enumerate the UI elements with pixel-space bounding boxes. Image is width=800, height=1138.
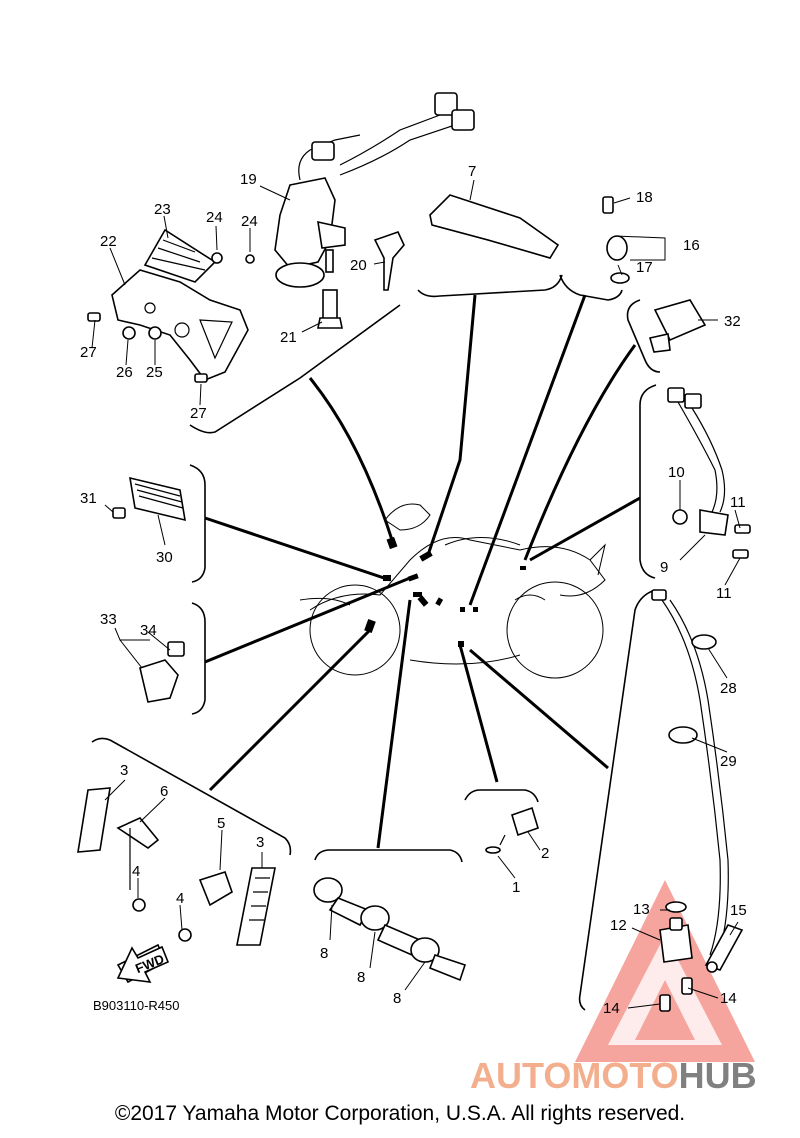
temperature-sensor	[485, 806, 539, 854]
callout-20: 20	[350, 257, 367, 274]
svg-text:AUTOMOTOHUB: AUTOMOTOHUB	[470, 1055, 757, 1096]
callout-4b: 4	[176, 890, 184, 907]
ecu-unit	[429, 194, 560, 259]
callout-27b: 27	[190, 405, 207, 422]
callout-7: 7	[468, 163, 476, 180]
callout-16: 16	[683, 237, 700, 254]
callout-30: 30	[156, 549, 173, 566]
callout-19: 19	[240, 171, 257, 188]
callout-34: 34	[140, 622, 157, 639]
watermark-part1: AUTOMOTO	[470, 1055, 679, 1096]
footrest-bracket-assembly	[87, 228, 255, 383]
callout-8c: 8	[393, 990, 401, 1007]
watermark-part2: HUB	[679, 1055, 757, 1096]
callout-14a: 14	[603, 1000, 620, 1017]
callout-13: 13	[633, 901, 650, 918]
callout-6: 6	[160, 783, 168, 800]
motorcycle-outline	[299, 503, 606, 679]
connector-assembly	[139, 641, 185, 703]
copyright-footer: ©2017 Yamaha Motor Corporation, U.S.A. A…	[114, 1102, 686, 1125]
callout-9: 9	[660, 559, 668, 576]
bulb-socket-assembly	[313, 877, 467, 982]
callout-8b: 8	[357, 969, 365, 986]
callout-26: 26	[116, 364, 133, 381]
callout-27a: 27	[80, 344, 97, 361]
neutral-switch-assembly	[667, 387, 751, 559]
callout-28: 28	[720, 680, 737, 697]
callout-33: 33	[100, 611, 117, 628]
callout-lines	[204, 294, 641, 849]
diagram-code: B903110-R450	[93, 998, 180, 1013]
callout-29: 29	[720, 753, 737, 770]
callout-24b: 24	[241, 213, 258, 230]
callout-24a: 24	[206, 209, 223, 226]
callout-3b: 3	[256, 834, 264, 851]
leader-lines	[91, 179, 741, 1009]
reflector-assembly	[77, 787, 276, 984]
callout-18: 18	[636, 189, 653, 206]
callout-10: 10	[668, 464, 685, 481]
callout-11b: 11	[716, 585, 732, 602]
callout-1: 1	[512, 879, 520, 896]
rectifier-unit	[112, 476, 186, 522]
ignition-switch-assembly	[274, 92, 475, 329]
callout-21: 21	[280, 329, 297, 346]
callout-2: 2	[541, 845, 549, 862]
sensor-bolt-assembly	[602, 196, 630, 284]
group-brackets	[91, 274, 661, 1011]
callout-32: 32	[724, 313, 741, 330]
callout-5: 5	[217, 815, 225, 832]
callout-3a: 3	[120, 762, 128, 779]
callout-17: 17	[636, 259, 653, 276]
speed-sensor-assembly	[651, 589, 744, 1012]
callout-4a: 4	[132, 863, 140, 880]
callout-12: 12	[610, 917, 627, 934]
callout-numbers: 1 2 3 3 4 4 5 6 7 8 8 8 9 10 11 11 12 13…	[80, 163, 747, 1017]
callout-25: 25	[146, 364, 163, 381]
watermark-logo-text: AUTOMOTOHUB	[470, 1055, 757, 1096]
callout-22: 22	[100, 233, 117, 250]
callout-8a: 8	[320, 945, 328, 962]
callout-11a: 11	[730, 494, 746, 511]
callout-14b: 14	[720, 990, 737, 1007]
callout-31: 31	[80, 490, 97, 507]
watermark-logo-triangle	[575, 880, 755, 1062]
callout-15: 15	[730, 902, 747, 919]
relay-unit	[648, 299, 707, 353]
callout-23: 23	[154, 201, 171, 218]
